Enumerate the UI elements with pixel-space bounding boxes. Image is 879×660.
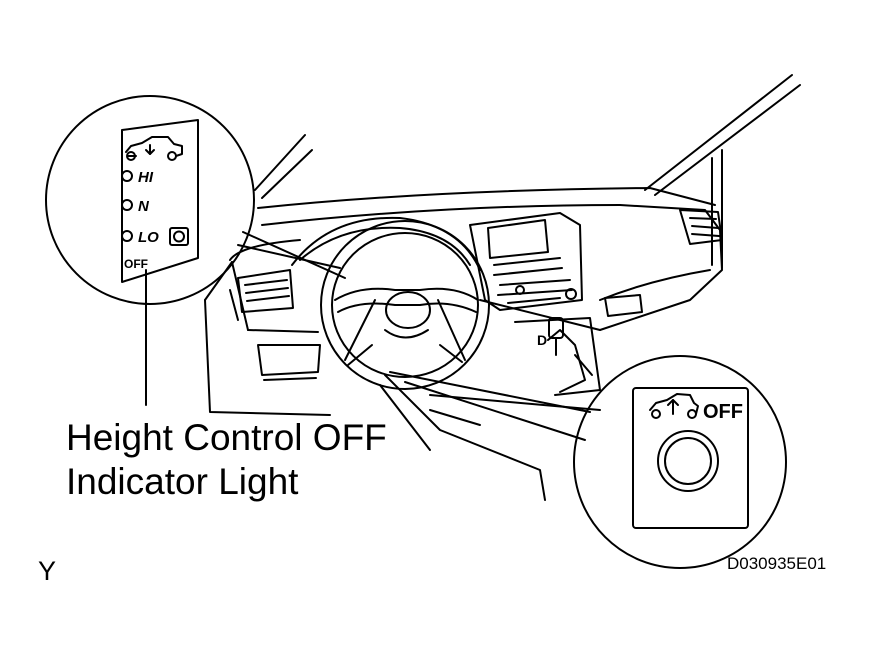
mode-lamp-n (121, 199, 133, 211)
height-icon (125, 136, 183, 161)
corner-letter: Y (38, 556, 57, 586)
gear-indicator: D (537, 332, 547, 348)
figure-code: D030935E01 (727, 554, 827, 573)
windshield-frame (254, 74, 801, 269)
switch-button[interactable] (657, 430, 719, 492)
dashboard-body (204, 187, 723, 501)
callout-label-line1: Height Control OFF (66, 417, 387, 458)
indicator-magnifier (45, 95, 346, 406)
mode-lamp-hi (121, 170, 133, 182)
mode-label-lo: LO (138, 229, 159, 246)
switch-off-label: OFF (703, 401, 743, 423)
height-icon-switch (649, 393, 699, 419)
steering-wheel (320, 220, 490, 390)
callout-label: Height Control OFF Indicator Light (66, 416, 387, 504)
indicator-off-label: OFF (124, 257, 148, 271)
mode-label-hi: HI (138, 169, 154, 186)
mode-label-n: N (138, 198, 150, 215)
gear-lever (548, 317, 564, 356)
callout-label-line2: Indicator Light (66, 461, 299, 502)
mode-lamp-lo (121, 227, 189, 246)
switch-magnifier (389, 355, 787, 569)
